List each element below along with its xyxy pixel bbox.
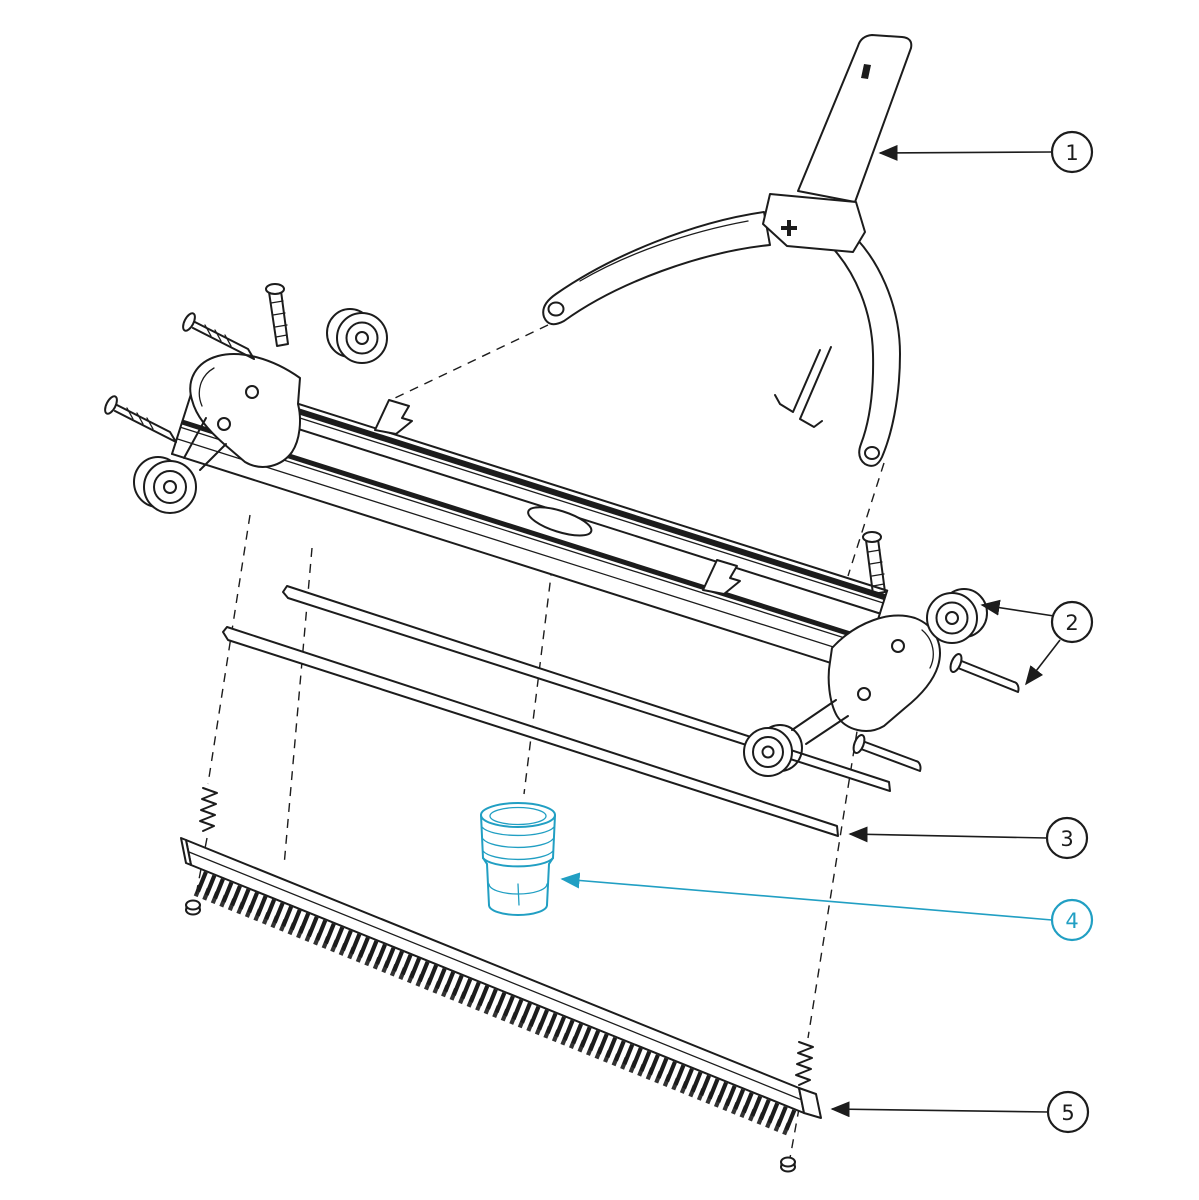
callout-1-number: 1 [1065, 141, 1078, 165]
screw-right-upper [949, 653, 1020, 693]
screw-right-lower [852, 733, 922, 772]
part-brush-strip [180, 837, 822, 1136]
callout-5-bubble[interactable] [1046, 1090, 1090, 1134]
callout-4-number: 4 [1065, 909, 1078, 933]
part-handle-tube [797, 34, 913, 203]
wheel-left-top [326, 308, 388, 364]
beam-clip-left [374, 399, 413, 435]
wheel-left-bottom [133, 456, 197, 514]
wheel-right-bottom [743, 724, 803, 777]
wheel-right-top [926, 588, 988, 644]
callout-3-leader [848, 826, 1048, 843]
callout-2-leader-b [1025, 639, 1061, 686]
callout-2-number: 2 [1065, 611, 1078, 635]
screw-right-vertical [862, 531, 886, 595]
spring-left [199, 787, 218, 832]
callout-3: 3 [848, 816, 1089, 860]
nut-left [185, 899, 201, 916]
nut-bottom-right [780, 1156, 796, 1173]
hub-cross-mark [781, 220, 797, 236]
callout-3-bubble[interactable] [1045, 816, 1089, 860]
vacuum-port-hole [527, 506, 593, 537]
callout-5-leader [830, 1101, 1049, 1118]
screw-left-lower [104, 395, 177, 443]
callout-4: 4 [560, 872, 1094, 942]
callout-2-leader-a [980, 599, 1055, 617]
callout-5-number: 5 [1061, 1101, 1074, 1125]
left-wheel-bracket [183, 353, 301, 471]
part-blade-upper [282, 585, 891, 792]
callout-1-bubble[interactable] [1050, 130, 1094, 174]
callout-1: 1 [878, 130, 1094, 174]
beam-clip-right [702, 559, 741, 595]
callout-4-bubble[interactable] [1050, 898, 1094, 942]
part-spring-clip [774, 346, 832, 428]
screw-left-vertical [265, 283, 289, 347]
callout-2-bubble[interactable] [1050, 600, 1094, 644]
callout-2: 2 [980, 599, 1094, 686]
part-hose-connector [480, 802, 556, 916]
screw-left-upper [182, 312, 255, 360]
right-wheel-bracket [791, 614, 941, 745]
part-main-beam [170, 371, 889, 674]
callout-5: 5 [830, 1090, 1090, 1134]
part-fork-yoke [542, 193, 901, 467]
spring-right [795, 1041, 814, 1086]
brush-bristles [196, 871, 797, 1131]
callout-4-leader [560, 872, 1053, 921]
callout-3-number: 3 [1060, 827, 1073, 851]
callout-1-leader [878, 144, 1053, 161]
part-blade-lower [222, 626, 839, 837]
